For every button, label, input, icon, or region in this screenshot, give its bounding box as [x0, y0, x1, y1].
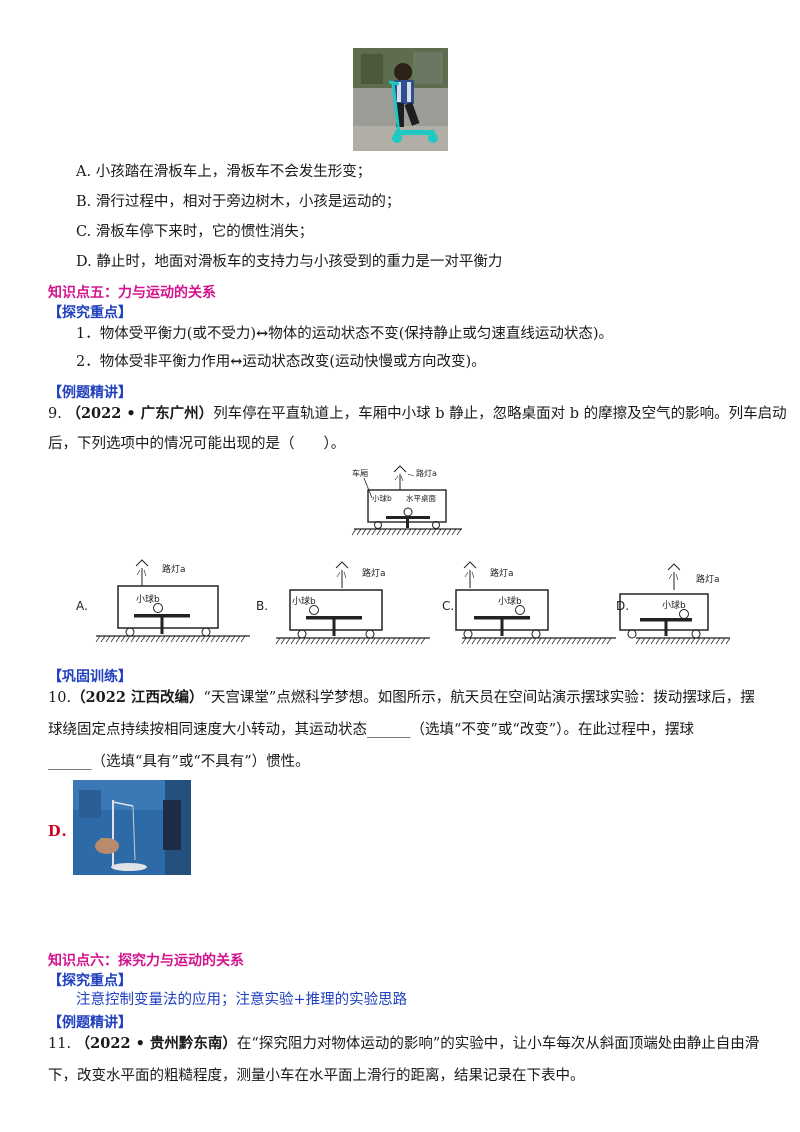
q9-option-diagram-b[interactable]: B. 路灯a 小球b [256, 561, 430, 645]
ball-label: 小球b [498, 595, 522, 607]
street-lamp-icon [393, 465, 407, 490]
q10-line1: 10.（2022 江西改编）“天宫课堂”点燃科学梦想。如图所示，航天员在空间站演… [48, 688, 755, 708]
q11-line2: 下，改变水平面的粗糙程度，测量小车在水平面上滑行的距离，结果记录在下表中。 [48, 1068, 585, 1084]
ref-ball [403, 507, 413, 517]
point1-cause: 1．物体受平衡力(或不受力) [76, 326, 257, 342]
double-arrow-icon: ↔ [230, 353, 243, 370]
section6-focus-text: 注意控制变量法的应用；注意实验+推理的实验思路 [76, 992, 408, 1008]
q9-text1: 列车停在平直轨道上，车厢中小球 b 静止，忽略桌面对 b 的摩擦及空气的影响。列… [213, 406, 787, 422]
q11-text1: 在“探究阻力对物体运动的影响”的实验中，让小车每次从斜面顶端处由静止自由滑 [236, 1036, 760, 1052]
section6-focus-tag: 【探究重点】 [48, 973, 132, 989]
double-arrow-icon: ↔ [256, 325, 269, 342]
section5-title: 知识点五：力与运动的关系 [48, 285, 216, 301]
q9-source: （2022 • 广东广州） [66, 405, 214, 422]
ball [515, 605, 525, 615]
option-a: A. 小孩踏在滑板车上，滑板车不会发生形变； [76, 164, 372, 180]
q9-option-diagram-d[interactable]: D. 路灯a 小球b [616, 563, 730, 645]
carriage [289, 589, 383, 631]
option-letter: C. [442, 599, 454, 613]
ref-label-carriage: 车厢 [352, 468, 368, 478]
street-lamp-icon [667, 563, 681, 590]
q9-option-diagram-c[interactable]: C. 路灯a 小球b [442, 561, 616, 645]
section5-point1: 1．物体受平衡力(或不受力)↔物体的运动状态不变(保持静止或匀速直线运动状态)。 [76, 324, 613, 344]
option-d: D. 静止时，地面对滑板车的支持力与小孩受到的重力是一对平衡力 [76, 254, 503, 270]
section5-example-tag: 【例题精讲】 [48, 385, 132, 401]
pendulum-photo [73, 780, 191, 875]
consolidate-tag: 【巩固训练】 [48, 669, 132, 685]
ref-label-table: 水平桌面 [406, 493, 436, 503]
option-letter: D. [616, 599, 629, 613]
q9-reference-diagram: 车厢 路灯a 小球b 水平桌面 [351, 465, 462, 536]
ball [153, 603, 163, 613]
q9-number: 9. [48, 406, 62, 422]
lamp-label: 路灯a [162, 563, 186, 575]
section6-title: 知识点六：探究力与运动的关系 [48, 953, 244, 969]
section5-point2: 2．物体受非平衡力作用↔运动状态改变(运动快慢或方向改变)。 [76, 352, 486, 372]
street-lamp-icon [135, 559, 149, 586]
scooter-photo [353, 48, 448, 151]
street-lamp-icon [463, 561, 477, 588]
q9-line1: 9. （2022 • 广东广州）列车停在平直轨道上，车厢中小球 b 静止，忽略桌… [48, 404, 787, 424]
option-letter: A. [76, 599, 88, 613]
ref-label-ball: 小球b [372, 493, 392, 503]
q10-answer: D． [48, 823, 76, 840]
q11-line1: 11. （2022 • 贵州黔东南）在“探究阻力对物体运动的影响”的实验中，让小… [48, 1034, 759, 1054]
q10-number: 10. [48, 690, 72, 706]
ref-label-lamp: 路灯a [416, 468, 437, 478]
ball-label: 小球b [136, 593, 160, 605]
carriage [117, 585, 219, 629]
point2-cause: 2．物体受非平衡力作用 [76, 354, 231, 370]
option-b: B. 滑行过程中，相对于旁边树木，小孩是运动的； [76, 194, 401, 210]
q10-line3: ______（选填“具有”或“不具有”）惯性。 [48, 754, 310, 770]
point1-effect: 物体的运动状态不变(保持静止或匀速直线运动状态)。 [268, 326, 614, 342]
lamp-label: 路灯a [696, 573, 720, 585]
section5-focus-tag: 【探究重点】 [48, 305, 132, 321]
carriage [619, 593, 709, 631]
q10-line2: 球绕固定点持续按相同速度大小转动，其运动状态______（选填“不变”或“改变”… [48, 722, 694, 738]
ball-label: 小球b [662, 599, 686, 611]
q11-number: 11. [48, 1036, 72, 1052]
table [306, 616, 362, 620]
option-c: C. 滑板车停下来时，它的惯性消失； [76, 224, 314, 240]
street-lamp-icon [335, 561, 349, 588]
q10-text1: “天宫课堂”点燃科学梦想。如图所示，航天员在空间站演示摆球实验：拨动摆球后，摆 [203, 690, 755, 706]
ball-label: 小球b [292, 595, 316, 607]
section6-example-tag: 【例题精讲】 [48, 1015, 132, 1031]
lamp-label: 路灯a [362, 567, 386, 579]
lamp-label: 路灯a [490, 567, 514, 579]
point2-effect: 运动状态改变(运动快慢或方向改变)。 [242, 354, 486, 370]
q10-source: （2022 江西改编） [71, 689, 204, 706]
ball [309, 605, 319, 615]
q9-line2: 后，下列选项中的情况可能出现的是（ ）。 [48, 436, 346, 452]
option-letter: B. [256, 599, 268, 613]
table [134, 614, 190, 618]
q9-option-diagram-a[interactable]: A. 路灯a 小球b [76, 559, 250, 643]
table [640, 618, 692, 622]
table [474, 616, 530, 620]
q11-source: （2022 • 贵州黔东南） [75, 1035, 237, 1052]
